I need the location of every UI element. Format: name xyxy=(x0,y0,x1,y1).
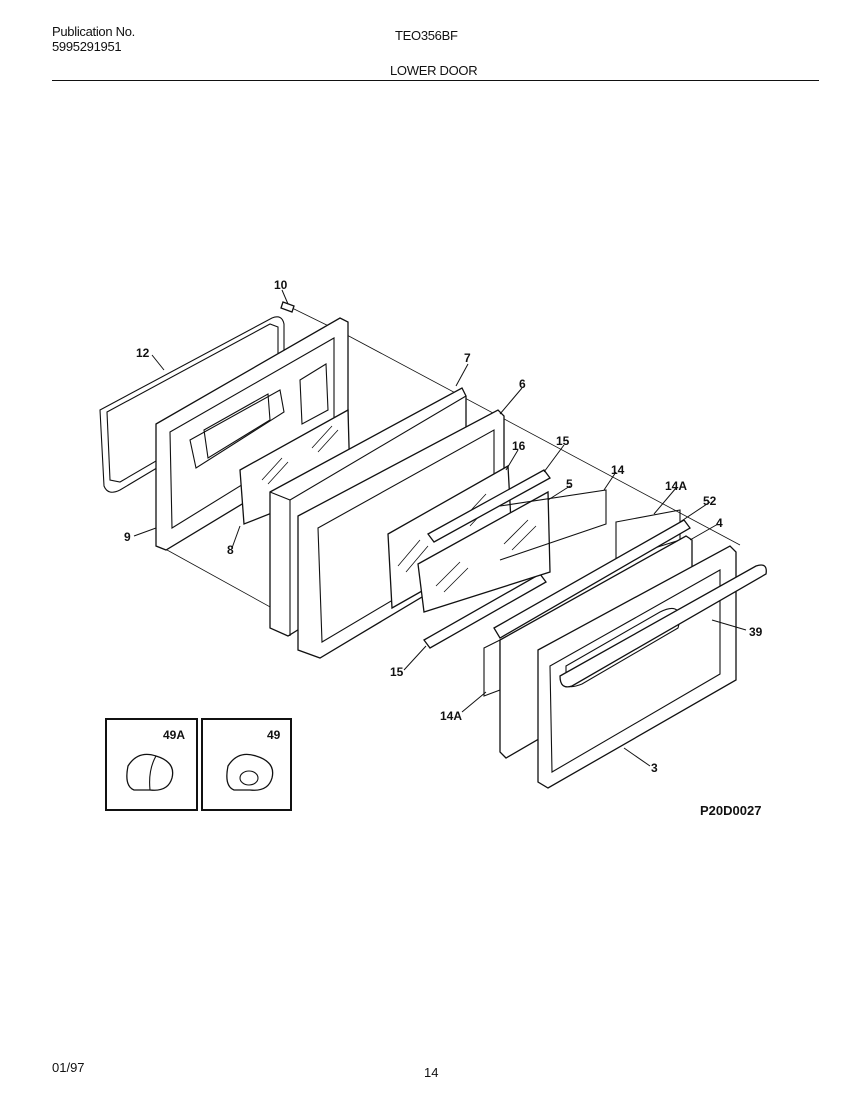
part-39-handle xyxy=(559,564,767,688)
part-10-screw xyxy=(280,301,295,313)
callout-5: 5 xyxy=(566,477,573,491)
part-52-vent-trim xyxy=(493,519,691,639)
callout-16: 16 xyxy=(512,439,526,453)
footer-page-number: 14 xyxy=(424,1065,439,1080)
callout-15-top: 15 xyxy=(556,434,570,448)
part-5-outer-glass xyxy=(417,490,551,613)
callout-6: 6 xyxy=(519,377,526,391)
callout-14A-bottom: 14A xyxy=(440,709,462,723)
callout-7: 7 xyxy=(464,351,471,365)
diagram-code: P20D0027 xyxy=(700,803,761,818)
part-15-retainer-top xyxy=(427,469,551,543)
callout-15-bottom: 15 xyxy=(390,665,404,679)
publication-label: Publication No. xyxy=(52,24,135,39)
header-rule xyxy=(52,80,819,81)
part-14A-trim-bottom xyxy=(483,639,501,697)
inset-49A-label: 49A xyxy=(163,728,185,742)
footer-date: 01/97 xyxy=(52,1060,85,1075)
callout-14: 14 xyxy=(611,463,625,477)
inset-49A-knob: 49A xyxy=(105,718,198,811)
section-title: LOWER DOOR xyxy=(390,63,478,78)
callout-10: 10 xyxy=(274,278,288,292)
leader-lines xyxy=(133,289,747,767)
callout-9: 9 xyxy=(124,530,131,544)
callout-8: 8 xyxy=(227,543,234,557)
part-14-outer-panel xyxy=(499,489,607,561)
callout-39: 39 xyxy=(749,625,763,639)
model-number: TEO356BF xyxy=(395,28,458,43)
callout-3: 3 xyxy=(651,761,658,775)
part-15-retainer-bottom xyxy=(423,573,547,649)
inset-49-knob: 49 xyxy=(201,718,292,811)
callout-52: 52 xyxy=(703,494,717,508)
callout-4: 4 xyxy=(716,516,723,530)
callout-14A-top: 14A xyxy=(665,479,687,493)
callout-12: 12 xyxy=(136,346,150,360)
publication-number: 5995291951 xyxy=(52,39,122,54)
inset-49-label: 49 xyxy=(267,728,281,742)
